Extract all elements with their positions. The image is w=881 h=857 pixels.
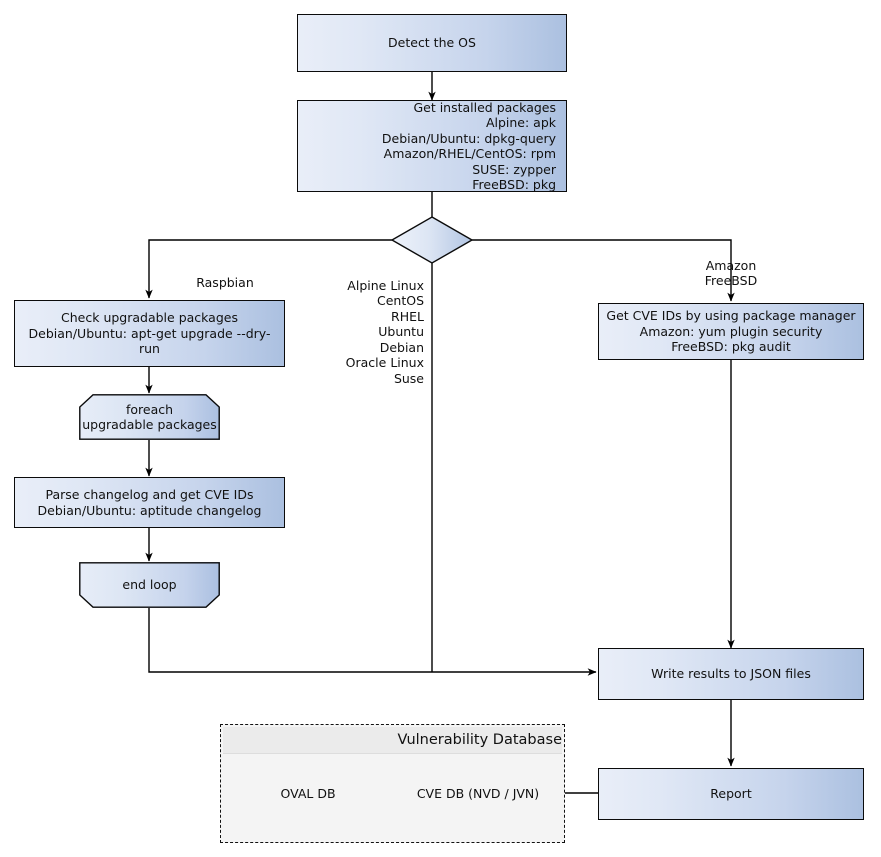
node-write-results[interactable]: Write results to JSON files xyxy=(598,648,864,700)
node-report-label: Report xyxy=(710,786,752,802)
node-end-loop[interactable]: end loop xyxy=(79,562,220,608)
branch-label-right-text: Amazon FreeBSD xyxy=(704,257,758,289)
node-check-upgradable[interactable]: Check upgradable packages Debian/Ubuntu:… xyxy=(14,300,285,367)
branch-label-right: Amazon FreeBSD xyxy=(631,242,831,289)
branch-label-middle: Alpine Linux CentOS RHEL Ubuntu Debian O… xyxy=(300,262,424,386)
node-get-cve-ids-pkgmgr[interactable]: Get CVE IDs by using package manager Ama… xyxy=(598,303,864,360)
edge-endloop-to-write xyxy=(148,608,597,676)
node-report[interactable]: Report xyxy=(598,768,864,820)
vulnerability-database-group-title-text: Vulnerability Database xyxy=(397,732,562,748)
node-end-loop-label: end loop xyxy=(122,577,177,593)
node-parse-changelog-label: Parse changelog and get CVE IDs Debian/U… xyxy=(37,487,262,518)
loop-end-shape xyxy=(79,562,220,608)
loop-end-outline xyxy=(79,562,220,608)
node-detect-os[interactable]: Detect the OS xyxy=(297,14,567,72)
loop-start-outline xyxy=(79,394,220,440)
node-foreach-loop-start[interactable]: foreach upgradable packages xyxy=(79,394,220,440)
node-get-cve-ids-pkgmgr-label: Get CVE IDs by using package manager Ama… xyxy=(606,308,856,355)
node-write-results-label: Write results to JSON files xyxy=(651,666,811,682)
node-get-installed-packages[interactable]: Get installed packages Alpine: apk Debia… xyxy=(297,100,567,192)
node-detect-os-label: Detect the OS xyxy=(388,35,476,51)
node-parse-changelog[interactable]: Parse changelog and get CVE IDs Debian/U… xyxy=(14,477,285,528)
vulnerability-database-group-title: Vulnerability Database xyxy=(223,727,562,754)
branch-label-middle-text: Alpine Linux CentOS RHEL Ubuntu Debian O… xyxy=(345,277,424,386)
loop-start-shape xyxy=(79,394,220,440)
branch-label-left: Raspbian xyxy=(149,259,301,290)
branch-label-left-text: Raspbian xyxy=(196,274,254,290)
node-foreach-loop-start-label: foreach upgradable packages xyxy=(82,401,217,433)
node-check-upgradable-label: Check upgradable packages Debian/Ubuntu:… xyxy=(28,310,271,357)
node-get-installed-packages-label: Get installed packages Alpine: apk Debia… xyxy=(381,99,556,193)
os-decision-diamond xyxy=(390,216,474,264)
